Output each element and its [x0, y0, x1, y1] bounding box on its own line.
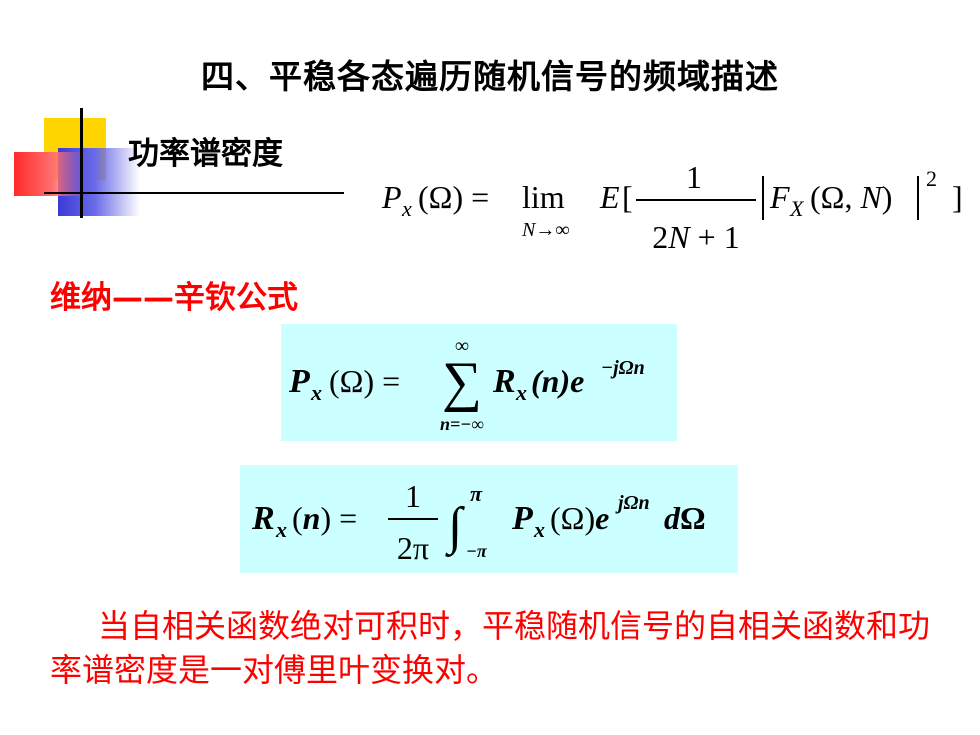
wk1-term-r: R	[492, 363, 516, 400]
psd-def-limit: lim	[522, 179, 565, 215]
psd-def-frac-den: 2N + 1	[652, 219, 739, 255]
wk1-sum-sign: ∑	[442, 351, 482, 413]
wk2-int-lower: −π	[466, 541, 488, 561]
psd-def-bracket-open: [	[622, 179, 633, 215]
decor-horizontal-line	[44, 192, 344, 194]
psd-def-power: 2	[926, 166, 937, 191]
wk-formula-2: R x (n) = 1 2π ∫ π −π P x (Ω)e jΩn dΩ	[251, 478, 706, 566]
wk1-lhs-symbol: P	[288, 363, 310, 400]
psd-def-abs-f: F	[769, 179, 790, 215]
wk1-term-arg: (n)e	[531, 363, 584, 399]
psd-definition-formula: P x (Ω) = lim N→∞ E [ 1 2N + 1 F X (Ω, N…	[381, 159, 963, 255]
slide-title: 四、平稳各态遍历随机信号的频域描述	[201, 57, 779, 96]
psd-def-frac-num: 1	[686, 159, 702, 195]
psd-def-lhs-arg: (Ω) =	[418, 179, 489, 215]
wk2-integrand-sub: x	[533, 517, 545, 542]
wk2-integrand-arg: (Ω)e	[550, 500, 609, 536]
decor-vertical-line	[80, 108, 83, 218]
wk2-differential: dΩ	[664, 500, 706, 536]
psd-def-limit-sub: N→∞	[521, 219, 570, 241]
psd-def-lhs-symbol: P	[381, 179, 402, 215]
wk2-lhs-sub: x	[275, 517, 287, 542]
wk2-integrand-p: P	[511, 500, 533, 537]
conclusion-text: 当自相关函数绝对可积时，平稳随机信号的自相关函数和功率谱密度是一对傅里叶变换对。	[50, 607, 931, 689]
wk1-sum-upper: ∞	[455, 335, 469, 357]
wk1-lhs-arg: (Ω) =	[329, 363, 400, 399]
wk1-lhs-sub: x	[310, 380, 322, 405]
wk2-int-upper: π	[470, 481, 483, 506]
wk2-lhs-symbol: R	[251, 500, 275, 537]
wk-formula-box-1: P x (Ω) = ∞ ∑ n=−∞ R x (n)e −jΩn	[281, 324, 677, 441]
wk2-exponent: jΩn	[615, 492, 650, 514]
psd-def-bracket-close: ]	[952, 179, 963, 215]
wiener-khinchin-label: 维纳——辛钦公式	[50, 280, 298, 316]
psd-def-abs-sub: X	[789, 196, 805, 221]
wk1-term-sub: x	[515, 380, 527, 405]
wk-formula-box-2: R x (n) = 1 2π ∫ π −π P x (Ω)e jΩn dΩ	[240, 465, 738, 573]
wk2-frac-den: 2π	[397, 530, 429, 566]
wk-formula-1: P x (Ω) = ∞ ∑ n=−∞ R x (n)e −jΩn	[288, 335, 645, 434]
wk2-frac-num: 1	[405, 478, 421, 514]
psd-def-expect: E	[599, 179, 620, 215]
wk2-lhs-arg: (n) =	[292, 500, 357, 536]
wk1-exponent: −jΩn	[601, 357, 645, 379]
wk2-integral-sign: ∫	[445, 498, 465, 557]
psd-def-lhs-sub: x	[401, 196, 412, 221]
section-heading: 功率谱密度	[128, 136, 283, 172]
wk1-sum-lower: n=−∞	[440, 414, 484, 434]
psd-def-abs-arg: (Ω, N)	[810, 179, 892, 215]
decor-red-bar	[14, 152, 84, 196]
